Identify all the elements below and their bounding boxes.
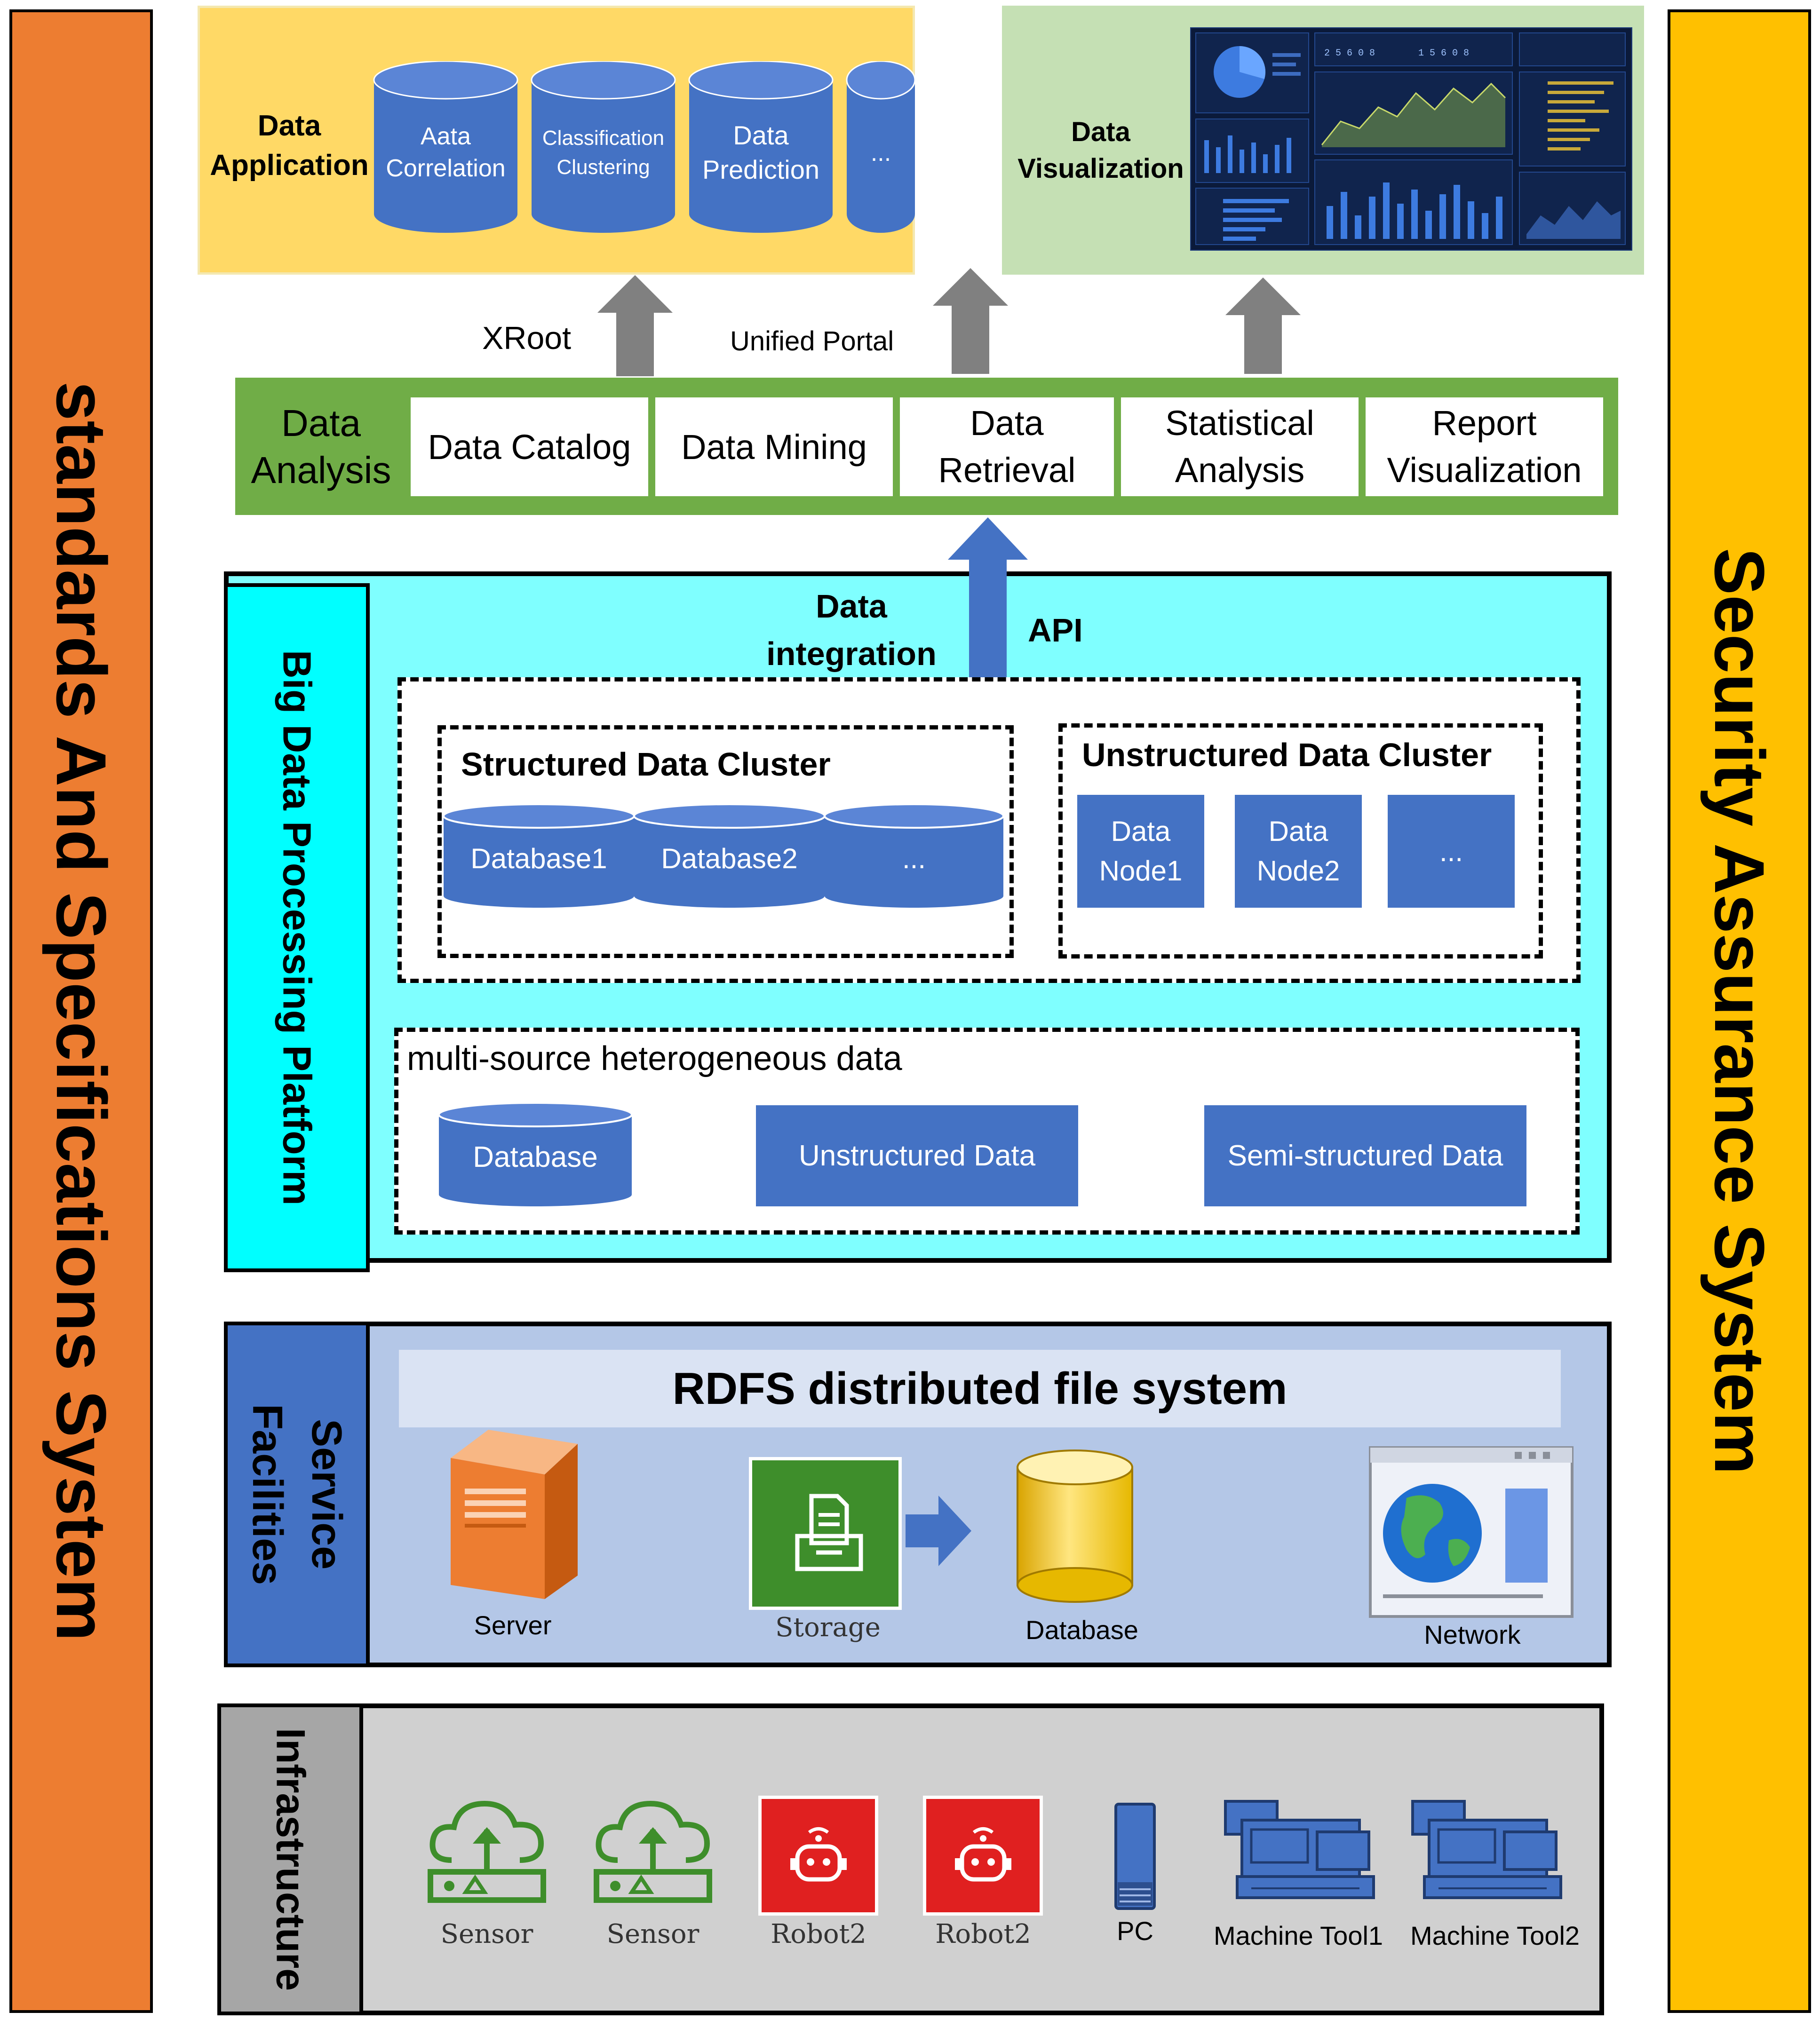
database-label: Database	[1025, 1615, 1138, 1645]
structured-cluster-title: Structured Data Cluster	[461, 746, 831, 783]
structured-item-1: Database1	[470, 842, 607, 874]
standards-label: standards And Specifications System	[42, 381, 121, 1641]
structured-item-2: Database2	[661, 842, 798, 874]
analysis-item-statistical: Statistical Analysis	[1121, 397, 1359, 496]
arrow-unified-portal	[933, 268, 1008, 374]
cylinder-aata-correlation	[373, 61, 518, 233]
source-unstructured: Unstructured Data	[756, 1105, 1078, 1206]
analysis-item-retrieval: Data Retrieval	[900, 397, 1114, 496]
service-label: Service Facilities	[244, 1403, 350, 1585]
xroot-label: XRoot	[482, 320, 571, 356]
unified-portal-label: Unified Portal	[730, 326, 894, 356]
network-icon	[1369, 1446, 1574, 1618]
storage-icon	[749, 1457, 902, 1610]
sensor-icon-2	[594, 1800, 712, 1903]
server-label: Server	[474, 1610, 552, 1640]
rdfs-banner: RDFS distributed file system	[399, 1350, 1561, 1427]
dashboard-number-1: 2 5 6 0 8	[1324, 48, 1375, 59]
dashboard-number-2: 1 5 6 0 8	[1418, 48, 1469, 59]
platform-label-box: Big Data Processing Platform	[224, 583, 370, 1272]
source-semi-structured: Semi-structured Data	[1204, 1105, 1526, 1206]
db2-cylinder	[633, 804, 826, 908]
network-label: Network	[1424, 1619, 1521, 1649]
dashboard-image: 2 5 6 0 8 1 5 6 0 8	[1190, 27, 1632, 251]
sensor-label-1: Sensor	[440, 1919, 533, 1949]
machine-tool-label-1: Machine Tool1	[1213, 1920, 1383, 1950]
data-integration-label: Data integration	[766, 587, 937, 673]
cylinder-classification	[531, 61, 676, 233]
cylinder-label-2: Classification Clustering	[542, 127, 665, 179]
machine-tool-label-2: Machine Tool2	[1410, 1920, 1580, 1950]
application-cylinders	[373, 61, 916, 233]
cylinder-more	[846, 61, 916, 233]
data-node-1: Data Node1	[1077, 795, 1204, 908]
pc-label: PC	[1117, 1916, 1153, 1946]
security-bar: Security Assurance System	[1668, 9, 1811, 2013]
cylinder-label-3: Data Prediction	[702, 120, 820, 184]
pc-icon	[1114, 1803, 1156, 1910]
robot-icon-2	[923, 1796, 1043, 1916]
arrow-visualization	[1225, 277, 1301, 374]
data-node-more: ...	[1388, 795, 1515, 908]
platform-label: Big Data Processing Platform	[275, 650, 319, 1205]
structured-item-3: ...	[902, 842, 926, 874]
cylinder-prediction	[688, 61, 834, 233]
standards-bar: standards And Specifications System	[9, 9, 153, 2013]
db1-cylinder	[443, 804, 635, 908]
source-database: Database	[473, 1141, 598, 1173]
arrow-storage-database	[906, 1496, 971, 1566]
sensor-icon-1	[428, 1800, 546, 1903]
source-database-cylinder	[438, 1103, 633, 1206]
db3-cylinder	[824, 804, 1004, 908]
data-node-2: Data Node2	[1235, 795, 1362, 908]
analysis-item-mining: Data Mining	[655, 397, 893, 496]
server-icon	[451, 1430, 578, 1599]
data-visualization-title: Data Visualization	[1017, 116, 1184, 184]
api-label: API	[1028, 612, 1083, 649]
data-application-title: Data Application	[210, 110, 369, 182]
machine-tool-icon-1	[1224, 1800, 1375, 1899]
cylinder-label-1: Aata Correlation	[386, 123, 506, 182]
analysis-item-report: Report Visualization	[1366, 397, 1603, 496]
robot-icon-1	[758, 1796, 878, 1916]
robot-label-2: Robot2	[935, 1919, 1031, 1949]
infrastructure-label-box: Infrastructure	[217, 1703, 363, 2015]
service-label-box: Service Facilities	[224, 1322, 370, 1667]
cylinder-label-4: ...	[870, 139, 891, 166]
database-icon	[1017, 1450, 1133, 1603]
sources-title: multi-source heterogeneous data	[407, 1040, 902, 1077]
machine-tool-icon-2	[1411, 1800, 1562, 1899]
unstructured-cluster-title: Unstructured Data Cluster	[1077, 736, 1497, 774]
structured-databases	[443, 804, 1004, 908]
storage-label: Storage	[775, 1612, 881, 1643]
data-analysis-title: Data Analysis	[251, 402, 391, 491]
robot-label-1: Robot2	[771, 1919, 866, 1949]
sensor-label-2: Sensor	[606, 1919, 699, 1949]
infrastructure-label: Infrastructure	[268, 1727, 313, 1991]
structured-cluster	[437, 725, 1014, 958]
arrow-xroot	[597, 275, 673, 376]
unstructured-cluster	[1058, 723, 1543, 959]
arrow-api	[948, 517, 1028, 680]
analysis-item-catalog: Data Catalog	[411, 397, 648, 496]
security-label: Security Assurance System	[1700, 547, 1779, 1475]
document-tray-icon	[795, 1494, 863, 1571]
robot-face-icon	[790, 1827, 847, 1881]
robot-face-icon	[954, 1827, 1011, 1881]
